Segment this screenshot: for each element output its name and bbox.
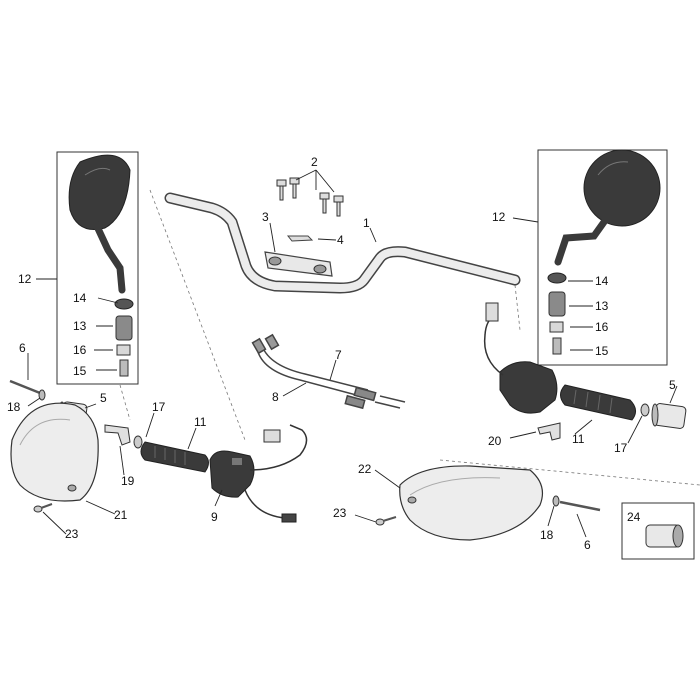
callout-11-right: 11 — [572, 432, 585, 446]
callout-17-left: 17 — [152, 400, 166, 414]
bar-end-kit-24 — [621, 502, 695, 560]
right-mirror-bolt-15 — [552, 337, 562, 355]
callout-16-left: 16 — [73, 343, 87, 357]
handguard-bracket-20 — [537, 422, 561, 441]
clamp-bolts-2 — [276, 177, 344, 217]
right-mirror-nut-14 — [547, 272, 567, 284]
left-switch-connector — [263, 429, 281, 443]
bar-end-bolt-right-6 — [552, 495, 601, 512]
callout-6-right: 6 — [584, 538, 591, 552]
handlebar-1 — [164, 192, 521, 294]
callout-23-left: 23 — [65, 527, 79, 541]
throttle-cables-7-8 — [251, 333, 406, 410]
handguard-screw-right-23 — [375, 516, 397, 526]
left-mirror-stem — [91, 218, 126, 294]
callout-18-right: 18 — [540, 528, 554, 542]
callout-21: 21 — [114, 508, 128, 522]
callout-13-left: 13 — [73, 319, 87, 333]
left-mirror-sleeve-13 — [115, 315, 133, 341]
callout-12-left: 12 — [18, 272, 32, 286]
bar-end-bolt-left-6 — [9, 379, 46, 401]
right-mirror-sleeve-13 — [548, 291, 566, 317]
callout-15-right: 15 — [595, 344, 609, 358]
left-mirror-bolt-15 — [119, 359, 129, 377]
callout-7: 7 — [335, 348, 342, 362]
left-mirror-nut-16 — [116, 344, 131, 356]
left-mirror-group-frame — [56, 151, 139, 385]
bar-end-weight-right-5 — [651, 403, 687, 429]
left-switch-9 — [209, 424, 308, 523]
callout-9: 9 — [211, 510, 218, 524]
left-mirror-nut-14 — [114, 298, 134, 310]
left-mirror-head — [68, 154, 131, 230]
left-grip-11 — [140, 441, 209, 473]
right-switch-connector — [485, 302, 499, 322]
right-grip-11 — [560, 384, 636, 421]
callout-24: 24 — [627, 510, 641, 524]
right-mirror-head — [583, 149, 661, 227]
callout-17-right: 17 — [614, 441, 628, 455]
callout-3: 3 — [262, 210, 269, 224]
callout-18-left: 18 — [7, 400, 21, 414]
spacer-right-17 — [640, 403, 650, 417]
left-mirror-group — [56, 151, 139, 385]
right-mirror-nut-16 — [549, 321, 564, 333]
callout-5-left: 5 — [100, 391, 107, 405]
handguard-left-21 — [10, 402, 99, 502]
callout-19: 19 — [121, 474, 135, 488]
callout-12-right: 12 — [492, 210, 506, 224]
callout-15-left: 15 — [73, 364, 87, 378]
bar-end-kit-frame — [621, 502, 695, 560]
right-mirror-stem — [554, 218, 608, 266]
right-mirror-group — [537, 149, 668, 366]
callout-20: 20 — [488, 434, 502, 448]
callout-13-right: 13 — [595, 299, 609, 313]
callout-11-left: 11 — [194, 415, 207, 429]
right-switch-housing — [483, 302, 558, 414]
handguard-bracket-19 — [104, 424, 131, 446]
handguard-screw-left-23 — [33, 503, 53, 513]
spacer-left-17 — [133, 435, 143, 449]
handlebar-clamp-3 — [264, 251, 333, 277]
callout-4: 4 — [337, 233, 344, 247]
callout-6-left: 6 — [19, 341, 26, 355]
callout-2: 2 — [311, 155, 318, 169]
callout-14-left: 14 — [73, 291, 87, 305]
assembly-guide-lines — [119, 189, 700, 486]
callout-labels: 1 2 3 4 5 5 6 6 7 8 9 11 11 12 12 13 13 … — [7, 155, 676, 552]
callout-5-right: 5 — [669, 378, 676, 392]
right-mirror-group-frame — [537, 149, 668, 366]
callout-8: 8 — [272, 390, 279, 404]
handguard-right-22 — [399, 465, 543, 541]
callout-leader-lines — [27, 169, 678, 538]
callout-14-right: 14 — [595, 274, 609, 288]
callout-16-right: 16 — [595, 320, 609, 334]
callout-23-right: 23 — [333, 506, 347, 520]
callout-1: 1 — [363, 216, 370, 230]
callout-22: 22 — [358, 462, 372, 476]
clamp-shim-4 — [286, 235, 314, 242]
